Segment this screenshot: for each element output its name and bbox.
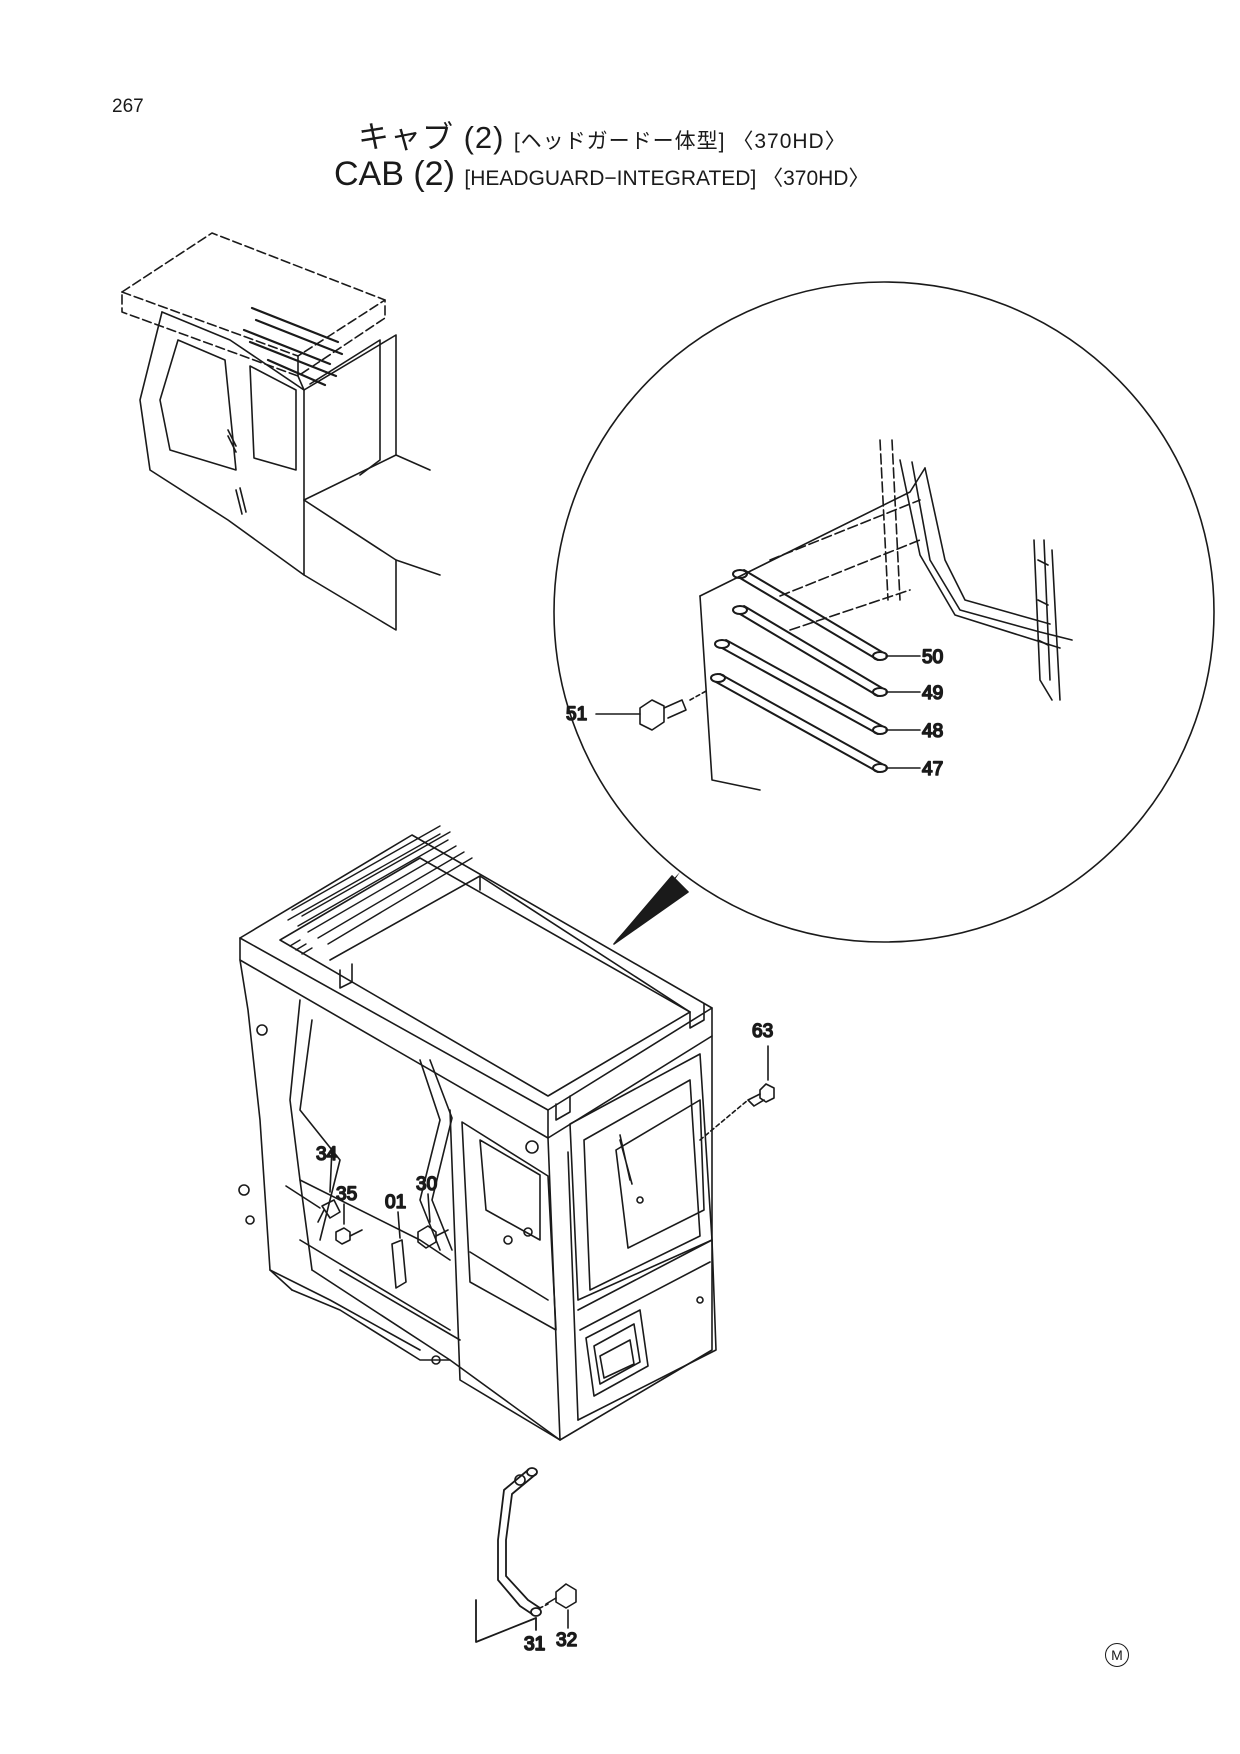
bolt-32: 32 (539, 1583, 578, 1652)
page-number: 267 (112, 96, 144, 117)
detail-view: 50 49 48 47 51 (553, 281, 1215, 945)
title-jp-main: キャブ (2) (358, 120, 505, 155)
callout-01: 01 (385, 1192, 406, 1213)
bolt-63: 63 (699, 1020, 775, 1141)
roof-vents (287, 825, 473, 955)
callout-48: 48 (922, 721, 943, 742)
callout-49: 49 (922, 683, 943, 704)
callout-30: 30 (416, 1174, 437, 1195)
main-cab (238, 825, 717, 1486)
rod-set (710, 569, 888, 773)
title-en-sub: [HEADGUARD−INTEGRATED] 〈370HD〉 (464, 167, 870, 190)
callout-35: 35 (336, 1184, 357, 1205)
title-english: CAB (2) [HEADGUARD−INTEGRATED] 〈370HD〉 (334, 155, 869, 194)
plate-01: 01 (384, 1191, 407, 1289)
callout-50: 50 (922, 647, 943, 668)
callout-51: 51 (566, 704, 587, 725)
callout-34: 34 (316, 1144, 338, 1165)
reference-vent-strips (242, 306, 344, 387)
manufacturer-mark-icon: M (1105, 1643, 1129, 1667)
reference-cab-sketch (121, 232, 441, 631)
detail-circle (553, 281, 1215, 943)
bolt-30: 30 (415, 1173, 449, 1249)
callout-32: 32 (556, 1630, 577, 1651)
title-en-main: CAB (2) (334, 155, 455, 193)
bolt-35: 35 (335, 1183, 363, 1245)
bolt-51 (639, 689, 709, 731)
bracket-34: 34 (285, 1143, 341, 1223)
callout-63: 63 (752, 1021, 773, 1042)
lower-access-panel (585, 1309, 649, 1397)
title-jp-sub: [ヘッドガードー体型] 〈370HD〉 (513, 130, 847, 153)
title-japanese: キャブ (2) [ヘッドガードー体型] 〈370HD〉 (358, 112, 847, 157)
callout-31: 31 (524, 1634, 545, 1655)
pipe-31: 31 (475, 1467, 546, 1656)
callout-47: 47 (922, 759, 943, 780)
